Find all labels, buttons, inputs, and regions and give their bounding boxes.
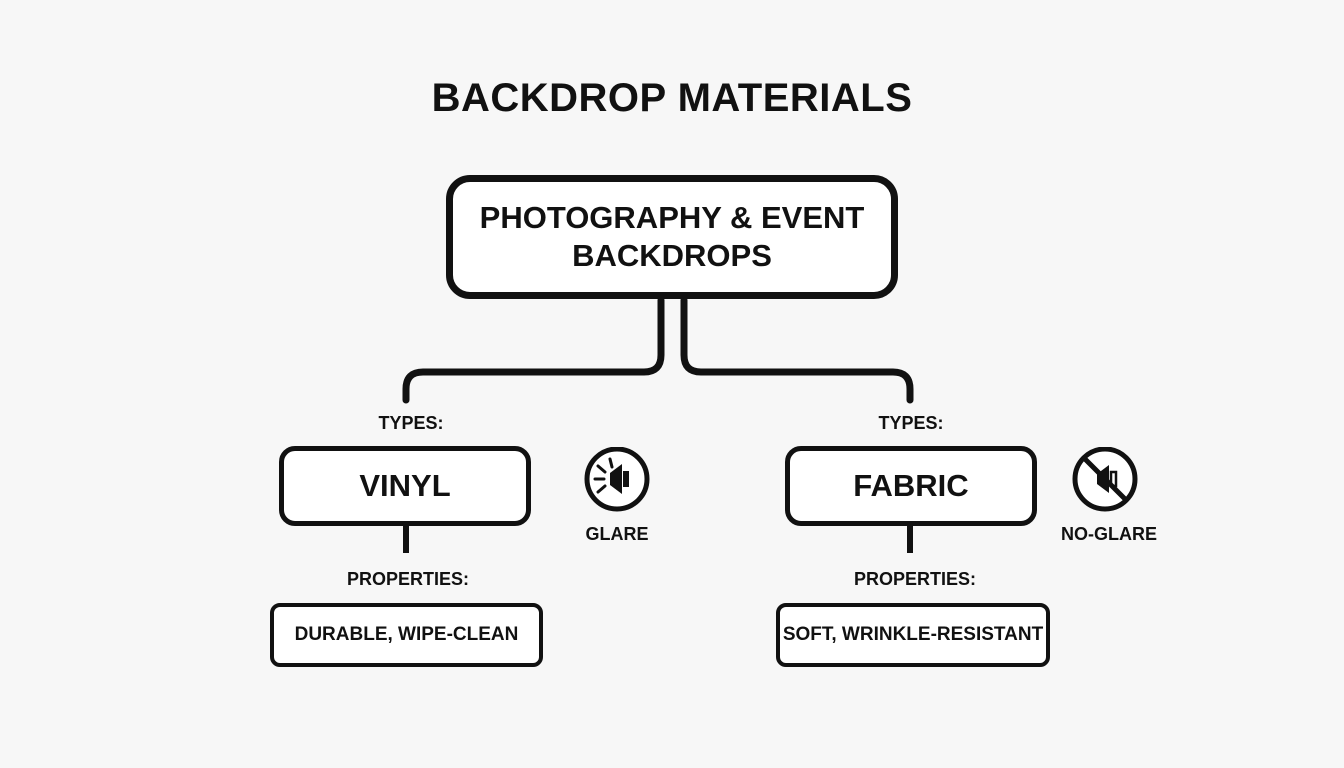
connector-root-to-fabric: [680, 296, 914, 404]
diagram-title: BACKDROP MATERIALS: [431, 76, 913, 120]
fabric-properties-label: PROPERTIES:: [853, 569, 977, 589]
root-label-line2: BACKDROPS: [572, 238, 772, 273]
glare-icon: [584, 447, 650, 512]
glare-label: GLARE: [585, 524, 649, 544]
fabric-types-label: TYPES:: [878, 413, 944, 433]
no-glare-icon: [1072, 447, 1138, 512]
fabric-node: FABRIC: [785, 446, 1037, 526]
root-node: PHOTOGRAPHY & EVENT BACKDROPS: [446, 175, 898, 299]
fabric-properties-node: SOFT, WRINKLE-RESISTANT: [776, 603, 1050, 667]
vinyl-properties-label: PROPERTIES:: [346, 569, 470, 589]
no-glare-label: NO-GLARE: [1061, 524, 1157, 544]
vinyl-types-label: TYPES:: [378, 413, 444, 433]
vinyl-properties-node: DURABLE, WIPE-CLEAN: [270, 603, 543, 667]
vinyl-node: VINYL: [279, 446, 531, 526]
root-label-line1: PHOTOGRAPHY & EVENT: [479, 200, 865, 235]
connector-root-to-vinyl: [402, 296, 665, 404]
